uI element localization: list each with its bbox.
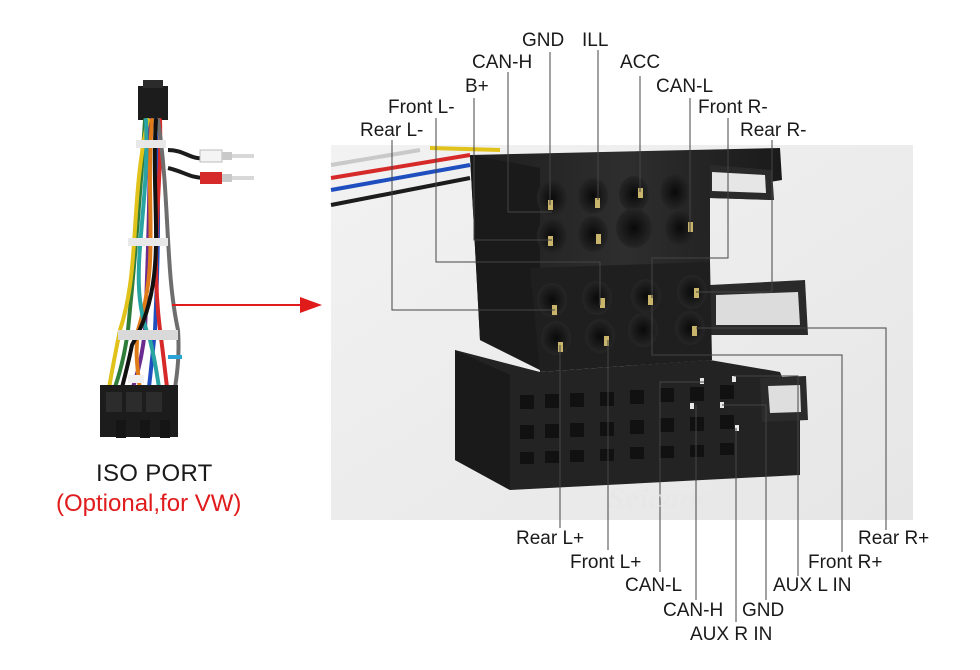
label-can-h-bottom: CAN-H [663,600,724,621]
iso-port-subtitle: (Optional,for VW) [56,490,242,517]
rca-plugs [167,148,254,184]
pointer-arrow [172,297,322,313]
label-rear-r-minus: Rear R- [740,120,807,141]
label-front-l-minus: Front L- [388,97,455,118]
seicane-watermark: Seicane [608,482,712,515]
lower-pin-grid [520,385,734,464]
label-can-l-top: CAN-L [656,76,714,97]
leader-aux-l-in [734,375,799,576]
label-aux-l-in: AUX L IN [773,575,852,596]
label-rear-l-plus: Rear L+ [516,528,585,549]
leader-rear-r-plus [696,327,887,530]
label-gnd-top: GND [522,30,565,51]
leader-b-plus [473,98,552,241]
leader-rear-l-minus [391,140,555,311]
lower-connector-body [455,350,800,490]
connector-photo [330,145,913,520]
leader-front-r-minus [651,118,729,298]
label-acc: ACC [620,52,661,73]
label-aux-r-in: AUX R IN [690,624,773,645]
leader-front-l-minus [435,118,601,305]
upper-pin-grid [537,174,695,254]
harness-cable-image [100,80,254,438]
leader-rear-r-minus [696,140,773,293]
label-rear-l-minus: Rear L- [360,120,424,141]
label-front-l-plus: Front L+ [570,552,642,573]
label-front-r-minus: Front R- [698,97,768,118]
label-can-h-top: CAN-H [472,52,533,73]
leader-can-l-bottom [659,381,704,572]
label-can-l-bottom: CAN-L [625,575,683,596]
leader-gnd-bottom [722,404,767,600]
label-b-plus: B+ [465,76,489,97]
label-rear-r-plus: Rear R+ [858,528,930,549]
label-ill: ILL [582,30,609,51]
label-gnd-bottom: GND [742,600,785,621]
leader-front-r-plus [651,305,843,552]
middle-pin-grid [537,275,707,355]
leader-can-h-top [507,72,552,213]
harness-top-connector [138,86,168,120]
iso-port-title: ISO PORT [96,460,213,487]
label-front-r-plus: Front R+ [808,552,883,573]
leader-lines [391,50,887,622]
